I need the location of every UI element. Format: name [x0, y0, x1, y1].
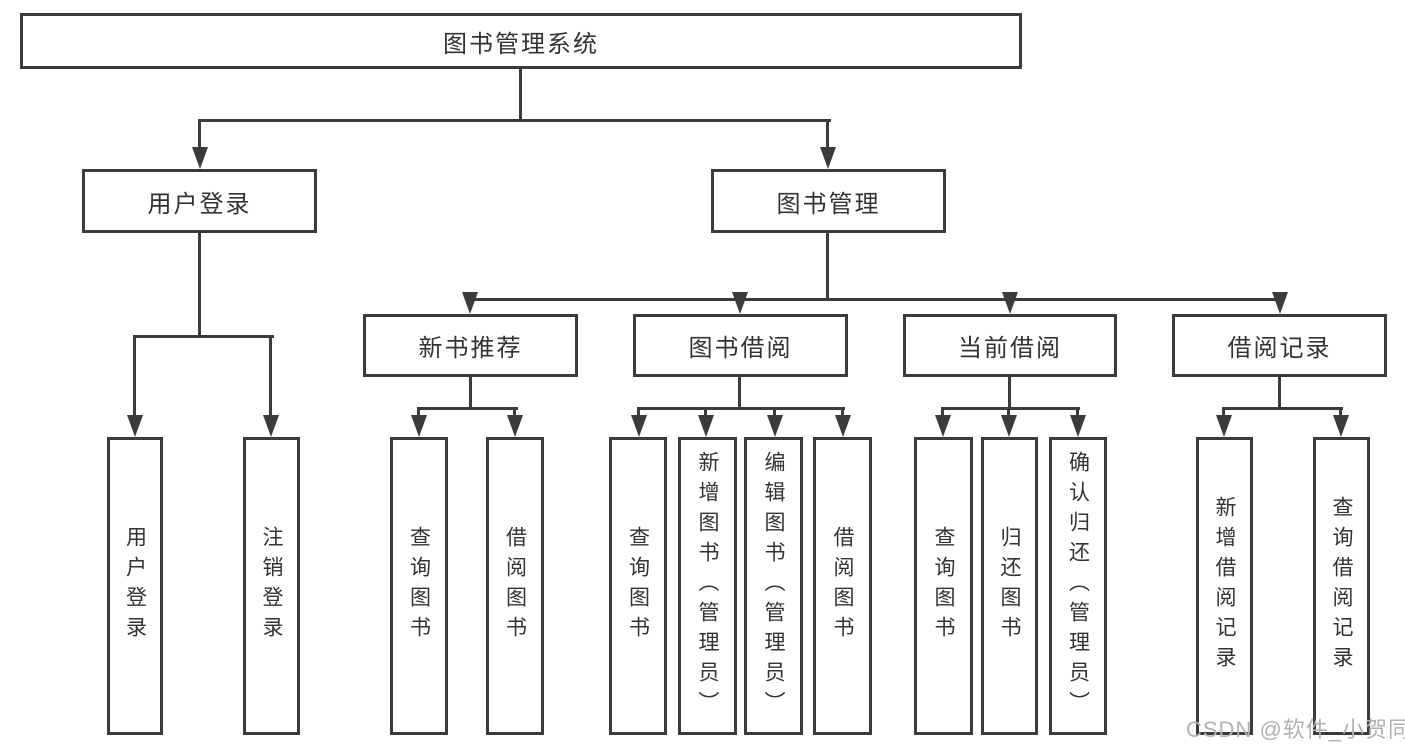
connector-book-mgmt-stem [826, 119, 829, 149]
node-book-borrow: 图书借阅 [633, 314, 848, 377]
connector-nb-leaf1-stem [417, 407, 420, 419]
connector-leaf-login-stem [133, 335, 136, 417]
leaf-nb-borrow-book: 借阅图书 [486, 437, 544, 735]
connector-cb-leaf3-stem [1076, 407, 1079, 419]
arrowhead-bb-leaf3 [767, 415, 783, 437]
connector-nb-leaf2-stem [513, 407, 516, 419]
leaf-bb-query-book: 查询图书 [609, 437, 667, 735]
arrowhead-user-login [192, 147, 208, 169]
arrowhead-bb-leaf2 [698, 415, 714, 437]
connector-login-split [134, 335, 274, 338]
arrowhead-nb-leaf2 [507, 415, 523, 437]
arrowhead-bb-leaf1 [631, 415, 647, 437]
leaf-cb-query-book: 查询图书 [914, 437, 973, 735]
connector-mgmt-split [467, 298, 1281, 301]
connector-bb-leaf3-stem [773, 407, 776, 419]
leaf-nb-query-book: 查询图书 [390, 437, 448, 735]
arrowhead-leaf-login [127, 415, 143, 437]
arrowhead-bb-leaf4 [835, 415, 851, 437]
arrowhead-rc-leaf2 [1333, 415, 1349, 437]
arrowhead-new-book [462, 292, 478, 314]
leaf-cb-confirm-return-admin: 确认归还（管理员） [1049, 437, 1107, 735]
connector-rc-leaf2-stem [1339, 407, 1342, 419]
connector-current-split [942, 407, 1080, 410]
leaf-logout: 注销登录 [243, 437, 300, 735]
connector-cb-leaf1-stem [941, 407, 944, 419]
leaf-user-login: 用户登录 [107, 437, 163, 735]
connector-newbook-split [418, 407, 518, 410]
node-current-borrow: 当前借阅 [903, 314, 1117, 377]
connector-mgmt-down [826, 233, 829, 298]
leaf-bb-borrow-book: 借阅图书 [813, 437, 872, 735]
connector-root-stem [519, 69, 522, 121]
leaf-rc-add-record: 新增借阅记录 [1196, 437, 1253, 735]
node-user-login: 用户登录 [82, 169, 317, 233]
node-new-book-recommend: 新书推荐 [363, 314, 578, 377]
connector-bb-leaf2-stem [704, 407, 707, 419]
connector-record-split [1223, 407, 1343, 410]
arrowhead-nb-leaf1 [411, 415, 427, 437]
arrowhead-book-borrow [732, 292, 748, 314]
leaf-bb-edit-book-admin: 编辑图书（管理员） [744, 437, 803, 735]
connector-user-login-stem [198, 119, 201, 149]
leaf-cb-return-book: 归还图书 [981, 437, 1038, 735]
connector-login-down [198, 233, 201, 335]
connector-bb-leaf4-stem [841, 407, 844, 419]
connector-current-down [1008, 377, 1011, 409]
leaf-rc-query-record: 查询借阅记录 [1313, 437, 1370, 735]
connector-root-split [199, 119, 831, 122]
connector-rc-leaf1-stem [1222, 407, 1225, 419]
arrowhead-cb-leaf2 [1001, 415, 1017, 437]
connector-bb-leaf1-stem [637, 407, 640, 419]
connector-leaf-logout-stem [269, 335, 272, 417]
arrowhead-book-mgmt [820, 147, 836, 169]
csdn-watermark: CSDN @软件_小贺同学 [1186, 717, 1405, 742]
arrowhead-cb-leaf1 [935, 415, 951, 437]
connector-borrow-down [738, 377, 741, 409]
node-borrow-record: 借阅记录 [1172, 314, 1387, 377]
node-root-system: 图书管理系统 [20, 13, 1022, 69]
connector-newbook-down [469, 377, 472, 409]
arrowhead-borrow-record [1272, 292, 1288, 314]
leaf-bb-add-book-admin: 新增图书（管理员） [678, 437, 737, 735]
connector-cb-leaf2-stem [1007, 407, 1010, 419]
connector-record-down [1278, 377, 1281, 409]
arrowhead-cb-leaf3 [1070, 415, 1086, 437]
connector-borrow-split [638, 407, 845, 410]
arrowhead-rc-leaf1 [1216, 415, 1232, 437]
node-book-management: 图书管理 [711, 169, 946, 233]
arrowhead-leaf-logout [263, 415, 279, 437]
arrowhead-current-borrow [1002, 292, 1018, 314]
